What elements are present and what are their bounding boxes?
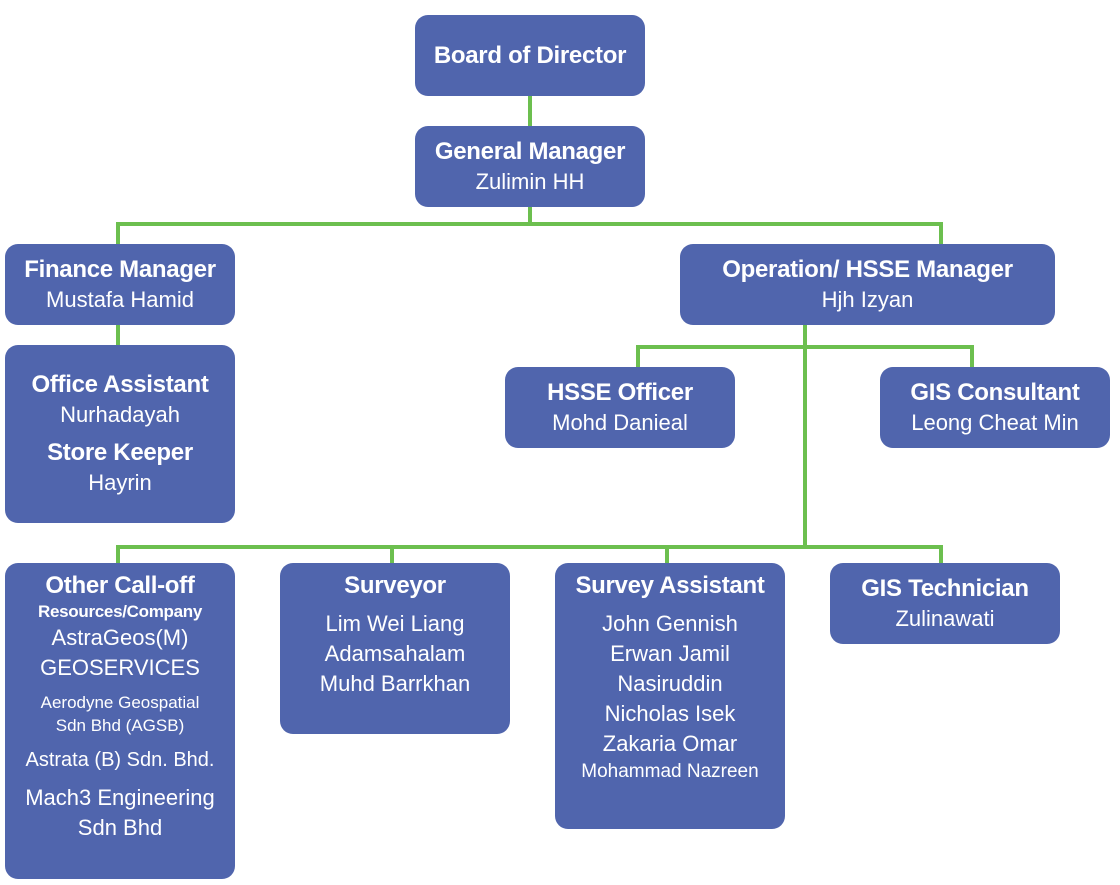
survey-assistant-name: Zakaria Omar [602, 731, 738, 756]
store-keeper-name: Hayrin [88, 470, 152, 495]
finance-manager-box: Finance Manager Mustafa Hamid [5, 244, 235, 325]
surveyor-name: Lim Wei Liang [325, 611, 465, 636]
gm-title: General Manager [434, 137, 626, 165]
callof-item: Sdn Bhd (AGSB) [55, 716, 185, 735]
survey-assistant-name: John Gennish [602, 611, 738, 636]
general-manager-box: General Manager Zulimin HH [415, 126, 645, 207]
office-assistant-box: Office Assistant Nurhadayah Store Keeper… [5, 345, 235, 523]
surveyor-box: Surveyor Lim Wei Liang Adamsahalam Muhd … [280, 563, 510, 734]
callof-item: GEOSERVICES [40, 655, 200, 680]
survey-assistant-name: Erwan Jamil [610, 641, 730, 666]
finance-name: Mustafa Hamid [46, 286, 194, 312]
survey-assistant-name: Mohammad Nazreen [581, 761, 759, 782]
gis-technician-box: GIS Technician Zulinawati [830, 563, 1060, 644]
callof-item: AstraGeos(M) [51, 625, 189, 650]
office-assistant-name: Nurhadayah [60, 402, 180, 427]
callof-item: Sdn Bhd [77, 815, 163, 840]
operation-title: Operation/ HSSE Manager [722, 255, 1013, 283]
surveyor-name: Muhd Barrkhan [319, 671, 471, 696]
board-of-director-box: Board of Director [415, 15, 645, 96]
callof-item: Astrata (B) Sdn. Bhd. [25, 749, 215, 771]
gis-consultant-box: GIS Consultant Leong Cheat Min [880, 367, 1110, 448]
surveyor-title: Surveyor [344, 572, 446, 599]
callof-item: Mach3 Engineering [25, 785, 215, 810]
finance-title: Finance Manager [24, 255, 216, 283]
board-title: Board of Director [433, 41, 627, 69]
gm-name: Zulimin HH [475, 168, 585, 194]
office-assistant-title: Office Assistant [31, 371, 209, 398]
surveyor-name: Adamsahalam [324, 641, 466, 666]
callof-subtitle: Resources/Company [37, 602, 202, 621]
survey-assistant-title: Survey Assistant [575, 572, 765, 599]
survey-assistant-box: Survey Assistant John Gennish Erwan Jami… [555, 563, 785, 829]
survey-assistant-name: Nasiruddin [617, 671, 723, 696]
gis-technician-title: GIS Technician [861, 574, 1029, 602]
store-keeper-title: Store Keeper [47, 439, 193, 466]
hsse-officer-box: HSSE Officer Mohd Danieal [505, 367, 735, 448]
gis-consultant-name: Leong Cheat Min [911, 409, 1079, 435]
gis-consultant-title: GIS Consultant [910, 378, 1080, 406]
callof-title: Other Call-off [45, 572, 195, 599]
callof-item: Aerodyne Geospatial [40, 693, 200, 712]
survey-assistant-name: Nicholas Isek [604, 701, 736, 726]
operation-name: Hjh Izyan [821, 286, 914, 312]
hsse-title: HSSE Officer [547, 378, 693, 406]
hsse-name: Mohd Danieal [552, 409, 688, 435]
operation-manager-box: Operation/ HSSE Manager Hjh Izyan [680, 244, 1055, 325]
other-call-off-box: Other Call-off Resources/Company AstraGe… [5, 563, 235, 879]
gis-technician-name: Zulinawati [895, 605, 995, 631]
